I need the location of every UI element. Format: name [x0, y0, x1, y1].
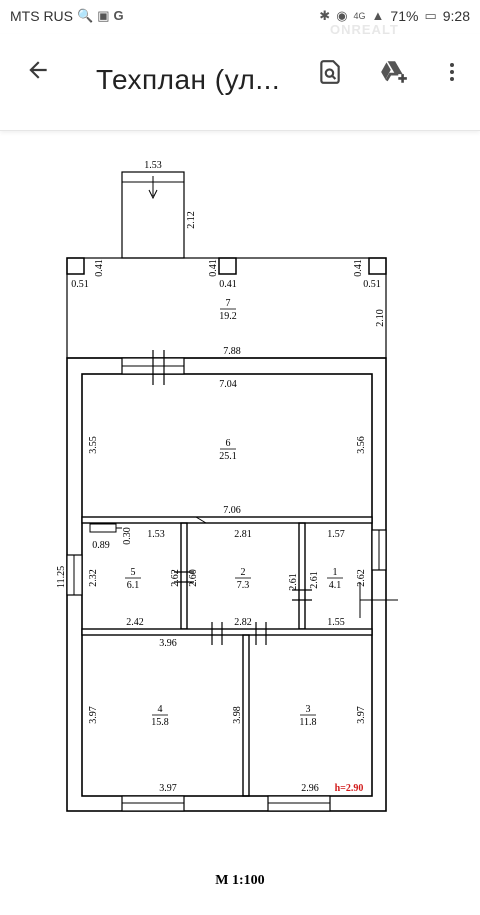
bluetooth-icon: ✱	[319, 8, 331, 23]
room3-right: 3.97	[356, 706, 367, 724]
room5-number: 5	[131, 567, 136, 578]
room5-bottom: 2.42	[126, 617, 144, 628]
doc-search-icon	[320, 60, 340, 84]
room2-area: 7.3	[237, 580, 250, 591]
room3-area: 11.8	[299, 717, 316, 728]
porch-depth: 2.12	[186, 211, 197, 229]
battery-label: 71%	[390, 8, 419, 24]
network-label: 4G	[353, 11, 366, 21]
eye-icon: ◉	[336, 8, 348, 23]
pillar-left-width: 0.51	[71, 279, 89, 290]
room4-number: 4	[158, 704, 163, 715]
room5-niche-width: 0.89	[92, 540, 110, 551]
room4-left: 3.97	[88, 706, 99, 724]
terrace-number: 7	[226, 298, 231, 309]
more-options-button[interactable]	[432, 52, 472, 92]
room1-bottom: 1.55	[327, 617, 345, 628]
page-title: Техплан (ул...	[96, 64, 281, 95]
room6-number: 6	[226, 438, 231, 449]
pillar-mid-height: 0.41	[208, 259, 219, 277]
room2-right: 2.61	[288, 573, 299, 591]
pillar-left-height: 0.41	[94, 259, 105, 277]
room4-top: 3.96	[159, 638, 177, 649]
drive-add-button[interactable]	[374, 52, 414, 92]
room3-number: 3	[306, 704, 311, 715]
porch-width: 1.53	[144, 160, 162, 171]
room4-area: 15.8	[151, 717, 169, 728]
ceiling-height: h=2.90	[335, 783, 364, 794]
room2-top: 2.81	[234, 529, 252, 540]
pillar-mid-width: 0.41	[219, 279, 237, 290]
room1-left: 2.61	[309, 571, 320, 589]
room1-right: 2.62	[356, 569, 367, 587]
time-label: 9:28	[442, 8, 470, 24]
signal-icon: ▲	[371, 8, 385, 23]
room5-area: 6.1	[127, 580, 140, 591]
floor-plan: 1.53 2.12 0.41 0.51 0.41 0.41 0.41 0.51 …	[56, 160, 398, 812]
google-icon: G	[113, 8, 124, 23]
app-shield-icon: ▣	[97, 8, 110, 23]
carrier-label: MTS RUS	[10, 8, 73, 24]
terrace-area: 19.2	[219, 311, 237, 322]
room5-niche-height: 0.30	[122, 527, 133, 545]
room4-bottom: 3.97	[159, 783, 177, 794]
app-bar: Техплан (ул...	[0, 34, 480, 131]
room4-right: 3.98	[232, 706, 243, 724]
overall-depth: 11.25	[56, 566, 67, 588]
terrace-length: 7.88	[223, 346, 241, 357]
status-right: ✱ ◉ 4G ▲ 71% ▭ 9:28	[319, 8, 470, 24]
status-bar: MTS RUS 🔍 ▣ G ✱ ◉ 4G ▲ 71% ▭ 9:28	[0, 0, 480, 34]
pillar-right-width: 0.51	[363, 279, 381, 290]
back-arrow-icon	[29, 61, 47, 79]
room2-bottom: 2.82	[234, 617, 252, 628]
room1-number: 1	[333, 567, 338, 578]
status-left: MTS RUS 🔍 ▣ G	[10, 8, 124, 24]
room2-left: 2.60	[188, 569, 199, 587]
room6-bottom: 7.06	[223, 505, 241, 516]
room6-left: 3.55	[88, 436, 99, 454]
room3-bottom: 2.96	[301, 783, 319, 794]
battery-icon: ▭	[424, 8, 437, 23]
room6-area: 25.1	[219, 451, 237, 462]
back-button[interactable]	[20, 52, 56, 88]
watermark: ONREALT	[330, 22, 399, 37]
room5-left: 2.32	[88, 569, 99, 587]
room2-number: 2	[241, 567, 246, 578]
room6-top: 7.04	[219, 379, 237, 390]
search-icon: 🔍	[77, 8, 94, 23]
more-vert-icon	[450, 63, 454, 81]
terrace-depth: 2.10	[375, 309, 386, 327]
pillar-right-height: 0.41	[353, 259, 364, 277]
room6-right: 3.56	[356, 436, 367, 454]
drive-add-icon	[381, 61, 407, 83]
room1-area: 4.1	[329, 580, 342, 591]
scale-label: М 1:100	[215, 873, 265, 888]
room1-top: 1.57	[327, 529, 345, 540]
room5-top: 1.53	[147, 529, 165, 540]
doc-search-button[interactable]	[310, 52, 350, 92]
room5-right: 2.62	[170, 569, 181, 587]
floor-plan-document[interactable]: 1.53 2.12 0.41 0.51 0.41 0.41 0.41 0.51 …	[0, 131, 480, 910]
